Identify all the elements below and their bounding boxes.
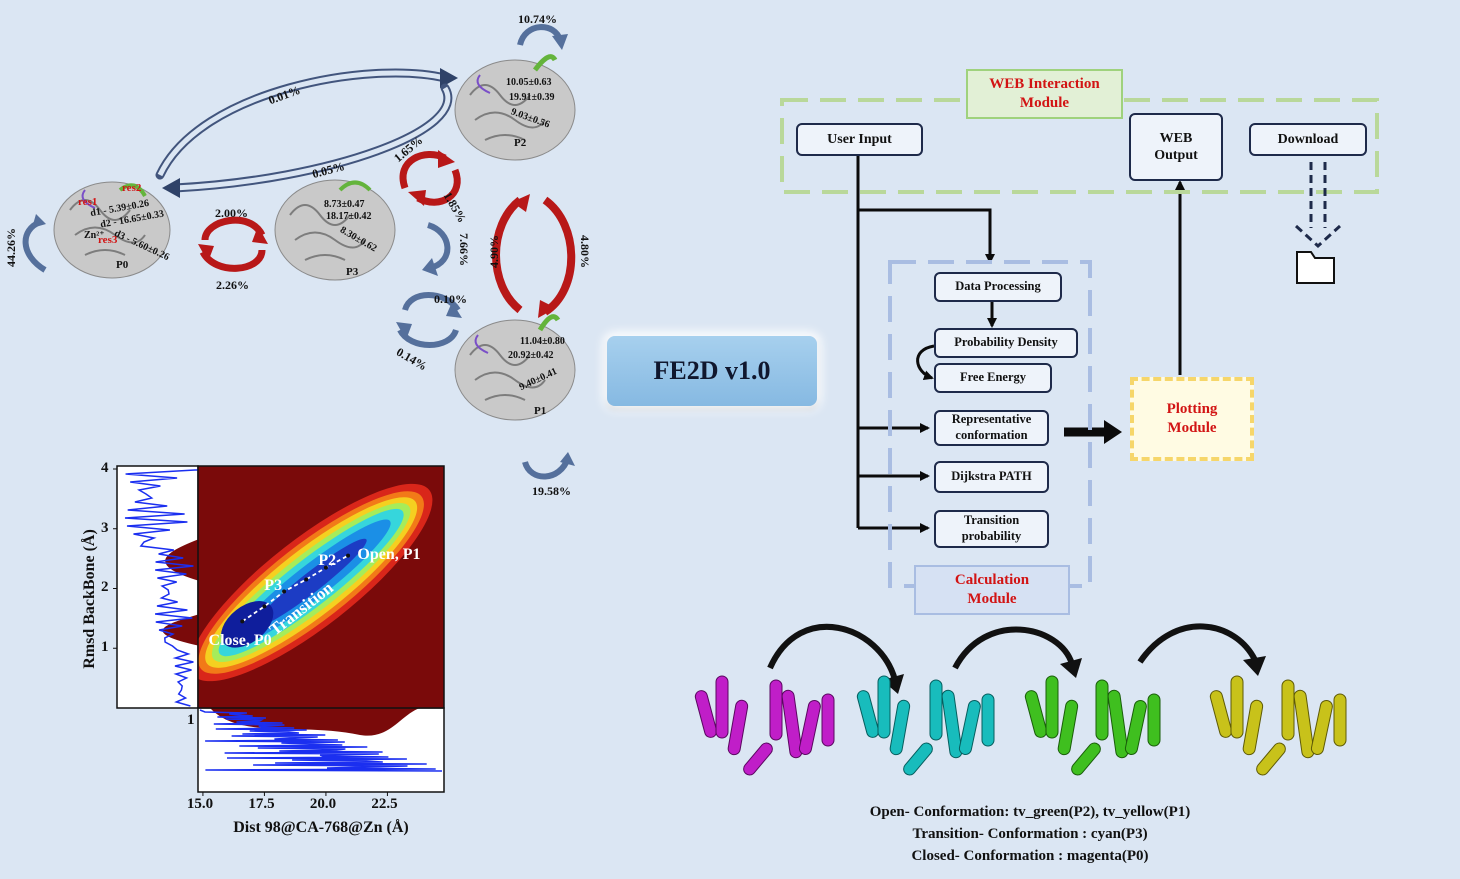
self-loop-p2-label: 10.74% xyxy=(518,12,557,26)
workflow-connectors xyxy=(856,154,1185,533)
chart-annotation: Open, P1 xyxy=(357,545,421,563)
state-p1-d1: 11.04±0.80 xyxy=(520,336,565,347)
y-tick-label: 4 xyxy=(101,459,109,476)
path-node xyxy=(323,565,328,570)
conformation-cyan xyxy=(856,675,995,776)
zn-label: Zn²⁺ xyxy=(84,230,105,241)
trans-p0-p3-label: 2.00% xyxy=(215,206,248,220)
folder-icon xyxy=(1296,251,1335,284)
conformation-yellow xyxy=(1209,675,1347,776)
trans-p2-p1-label: 4.80% xyxy=(578,235,592,268)
state-p3-d2: 18.17±0.42 xyxy=(326,211,372,222)
marginal-x-density xyxy=(210,708,420,736)
path-node xyxy=(346,553,351,558)
x-tick-label: 20.0 xyxy=(309,796,337,812)
self-loop-p1-label: 19.58% xyxy=(532,484,571,498)
y-tick-label: 2 xyxy=(101,579,109,596)
dijkstra-box: Dijkstra PATH xyxy=(934,461,1049,493)
representative-box: Representative conformation xyxy=(934,410,1049,446)
res1-label: res1 xyxy=(78,196,98,208)
self-loop-p3 xyxy=(426,222,451,271)
x-tick-label: 15.0 xyxy=(186,796,214,812)
exchange-p0-p3 xyxy=(198,216,268,272)
state-p2-label: P2 xyxy=(514,137,527,149)
res2-label: res2 xyxy=(122,182,142,194)
conformation-green xyxy=(1024,675,1161,776)
path-node xyxy=(262,604,267,609)
chart-annotation: P3 xyxy=(264,577,283,595)
state-p2-d1: 10.05±0.63 xyxy=(506,77,552,88)
chart-ylabel: Rmsd BackBone (Å) xyxy=(81,529,98,669)
data-processing-box: Data Processing xyxy=(934,272,1062,302)
res3-label: res3 xyxy=(98,234,118,246)
arrow-green-to-yellow xyxy=(1137,623,1258,664)
y-tick-label: 3 xyxy=(101,519,109,536)
marginal-y-histogram xyxy=(124,469,198,707)
conformation-magenta xyxy=(694,675,835,776)
trans-p1-p2-label: 4.90% xyxy=(487,235,501,268)
free-energy-box: Free Energy xyxy=(934,363,1052,393)
trans-p3-p3-label: 7.66% xyxy=(457,233,471,266)
web-module-title: WEB Interaction Module xyxy=(966,69,1123,119)
exchange-p3-p1 xyxy=(396,292,462,348)
x-tick-label: 17.5 xyxy=(248,796,275,812)
self-loop-p0 xyxy=(22,219,47,273)
dijkstra-path xyxy=(241,554,349,623)
protein-p2 xyxy=(454,54,576,161)
path-node xyxy=(304,577,309,582)
protein-p3 xyxy=(274,179,396,281)
marginal-x-histogram xyxy=(199,709,443,772)
caption-open: Open- Conformation: tv_green(P2), tv_yel… xyxy=(869,804,1191,820)
trans-p3-p0-label: 2.26% xyxy=(216,278,249,292)
download-box[interactable]: Download xyxy=(1249,123,1367,156)
x-tick-label: 22.5 xyxy=(371,796,398,812)
chart-annotation: Close, P0 xyxy=(208,632,272,650)
exchange-p3-p2 xyxy=(399,150,461,206)
arrow-cyan-to-green xyxy=(952,626,1075,670)
state-p3-d1: 8.73±0.47 xyxy=(324,199,365,210)
state-p1-label: P1 xyxy=(534,405,547,417)
trans-p3-p1-label: 0.10% xyxy=(434,292,467,306)
calculation-module-title: Calculation Module xyxy=(914,565,1070,615)
web-output-box[interactable]: WEB Output xyxy=(1129,113,1223,181)
caption-closed: Closed- Conformation : magenta(P0) xyxy=(911,848,1149,864)
path-node xyxy=(240,619,245,624)
plotting-module-title: Plotting Module xyxy=(1130,377,1254,461)
state-p3-label: P3 xyxy=(346,266,359,278)
state-p1-d2: 20.92±0.42 xyxy=(508,350,554,361)
heat-minimum-p0 xyxy=(221,601,274,648)
path-node xyxy=(282,589,287,594)
chart-annotation: P2 xyxy=(318,551,337,569)
download-arrow xyxy=(1294,162,1342,249)
protein-p0 xyxy=(53,181,171,279)
state-p0-label: P0 xyxy=(116,259,129,271)
chart-marginal-tick: 1 xyxy=(187,712,195,728)
arrow-magenta-to-cyan xyxy=(767,624,898,681)
exchange-p2-p1 xyxy=(492,194,576,318)
chart-xlabel: Dist 98@CA-768@Zn (Å) xyxy=(233,819,409,836)
probability-density-box: Probability Density xyxy=(934,328,1078,358)
free-energy-chart xyxy=(113,465,445,796)
y-tick-label: 1 xyxy=(101,639,109,656)
user-input-box[interactable]: User Input xyxy=(796,123,923,156)
self-loop-p0-label: 44.26% xyxy=(4,228,18,267)
self-loop-p1 xyxy=(522,456,571,480)
protein-p1 xyxy=(454,314,576,421)
transition-probability-box: Transition probability xyxy=(934,510,1049,548)
state-p2-d2: 19.91±0.39 xyxy=(509,92,555,103)
fe2d-badge: FE2D v1.0 xyxy=(607,336,817,406)
caption-transition: Transition- Conformation : cyan(P3) xyxy=(912,826,1148,842)
